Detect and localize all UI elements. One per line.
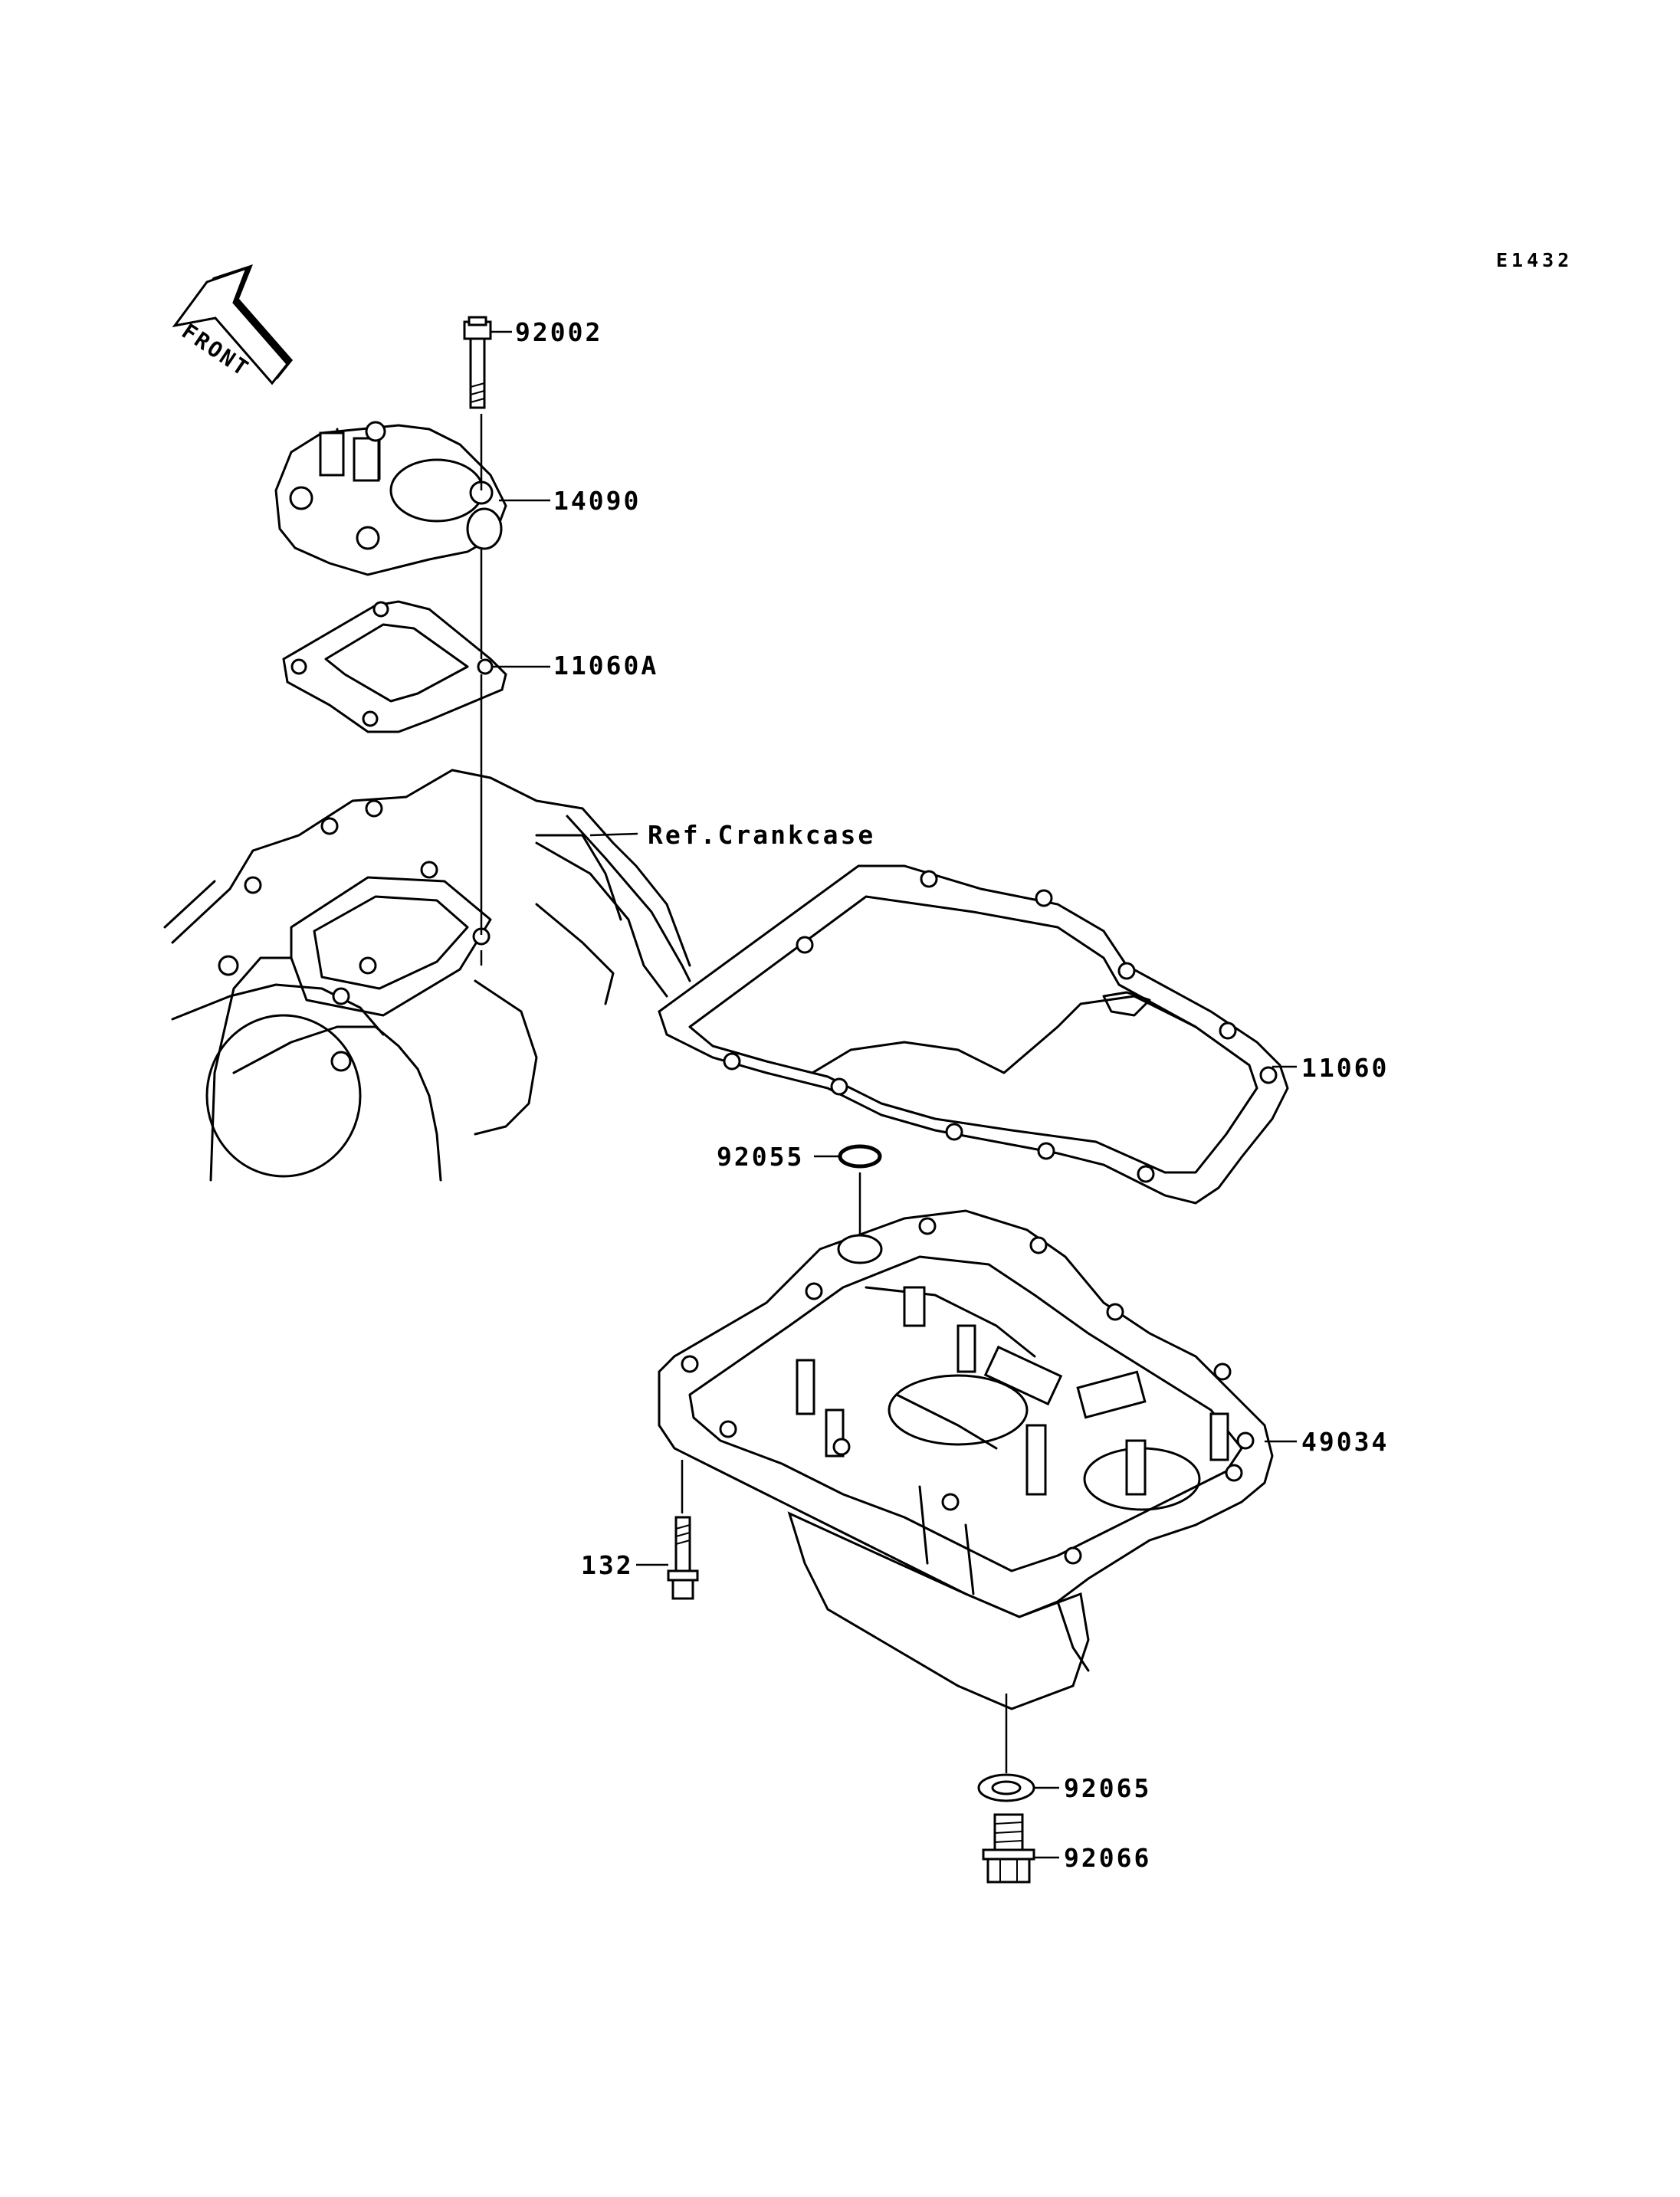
diagram-code: E1432 bbox=[1496, 249, 1573, 271]
flanged-bolt-132-icon bbox=[667, 1516, 699, 1600]
callout-92066[interactable]: 92066 bbox=[1064, 1843, 1152, 1873]
drain-washer-92065-icon bbox=[977, 1773, 1035, 1802]
crankcase-reference-icon bbox=[163, 769, 691, 1182]
gasket-11060a-icon bbox=[282, 600, 507, 733]
callout-92055[interactable]: 92055 bbox=[717, 1142, 805, 1172]
o-ring-92055-icon bbox=[838, 1144, 882, 1169]
callout-11060[interactable]: 11060 bbox=[1301, 1053, 1390, 1083]
leader-lines bbox=[480, 330, 1297, 1859]
callout-132[interactable]: 132 bbox=[581, 1550, 634, 1580]
breather-cover-14090-icon bbox=[274, 421, 507, 576]
callout-49034[interactable]: 49034 bbox=[1301, 1427, 1390, 1457]
oil-pan-49034-icon bbox=[658, 1209, 1274, 1710]
callout-92065[interactable]: 92065 bbox=[1064, 1773, 1152, 1803]
oil-pan-gasket-11060-icon bbox=[658, 864, 1289, 1205]
callout-11060a[interactable]: 11060A bbox=[553, 651, 659, 680]
drain-plug-92066-icon bbox=[982, 1813, 1035, 1884]
callout-14090[interactable]: 14090 bbox=[553, 486, 641, 516]
callout-ref-crankcase[interactable]: Ref.Crankcase bbox=[648, 820, 876, 850]
bolt-92002-icon bbox=[463, 316, 492, 409]
callout-92002[interactable]: 92002 bbox=[515, 317, 603, 347]
front-arrow-icon bbox=[172, 264, 293, 385]
